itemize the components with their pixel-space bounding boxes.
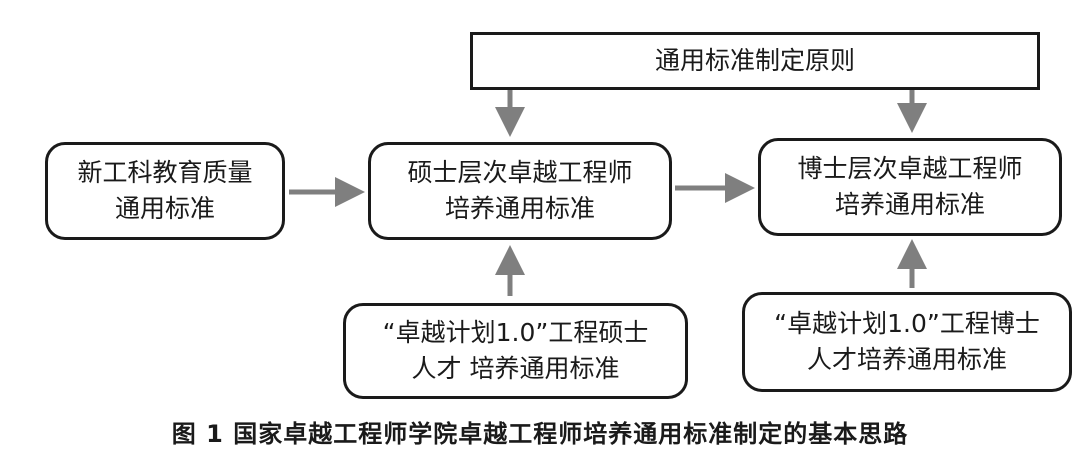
new-engineering-line-1: 新工科教育质量 [77,158,253,187]
doctor-standard-line-2: 培养通用标准 [834,190,985,219]
figure-caption: 图 1 国家卓越工程师学院卓越工程师培养通用标准制定的基本思路 [171,420,909,448]
plan-master-line-1: “卓越计划1.0”工程硕士 [382,318,649,347]
principles-line-1: 通用标准制定原则 [654,46,855,75]
plan-master-line-2: 人才 培养通用标准 [411,354,620,383]
plan-doctor-line-2: 人才培养通用标准 [806,345,1007,374]
new-engineering-box: 新工科教育质量 通用标准 [45,142,285,240]
principles-box: 通用标准制定原则 [470,32,1040,90]
master-standard-box: 硕士层次卓越工程师 培养通用标准 [368,142,672,240]
doctor-standard-box: 博士层次卓越工程师 培养通用标准 [758,138,1062,236]
new-engineering-line-2: 通用标准 [114,194,215,223]
master-standard-line-2: 培养通用标准 [444,194,595,223]
plan-master-box: “卓越计划1.0”工程硕士 人才 培养通用标准 [343,303,688,399]
plan-doctor-line-1: “卓越计划1.0”工程博士 [774,309,1040,338]
master-standard-line-1: 硕士层次卓越工程师 [407,158,633,187]
plan-doctor-box: “卓越计划1.0”工程博士 人才培养通用标准 [742,292,1072,392]
doctor-standard-line-1: 博士层次卓越工程师 [797,154,1023,183]
